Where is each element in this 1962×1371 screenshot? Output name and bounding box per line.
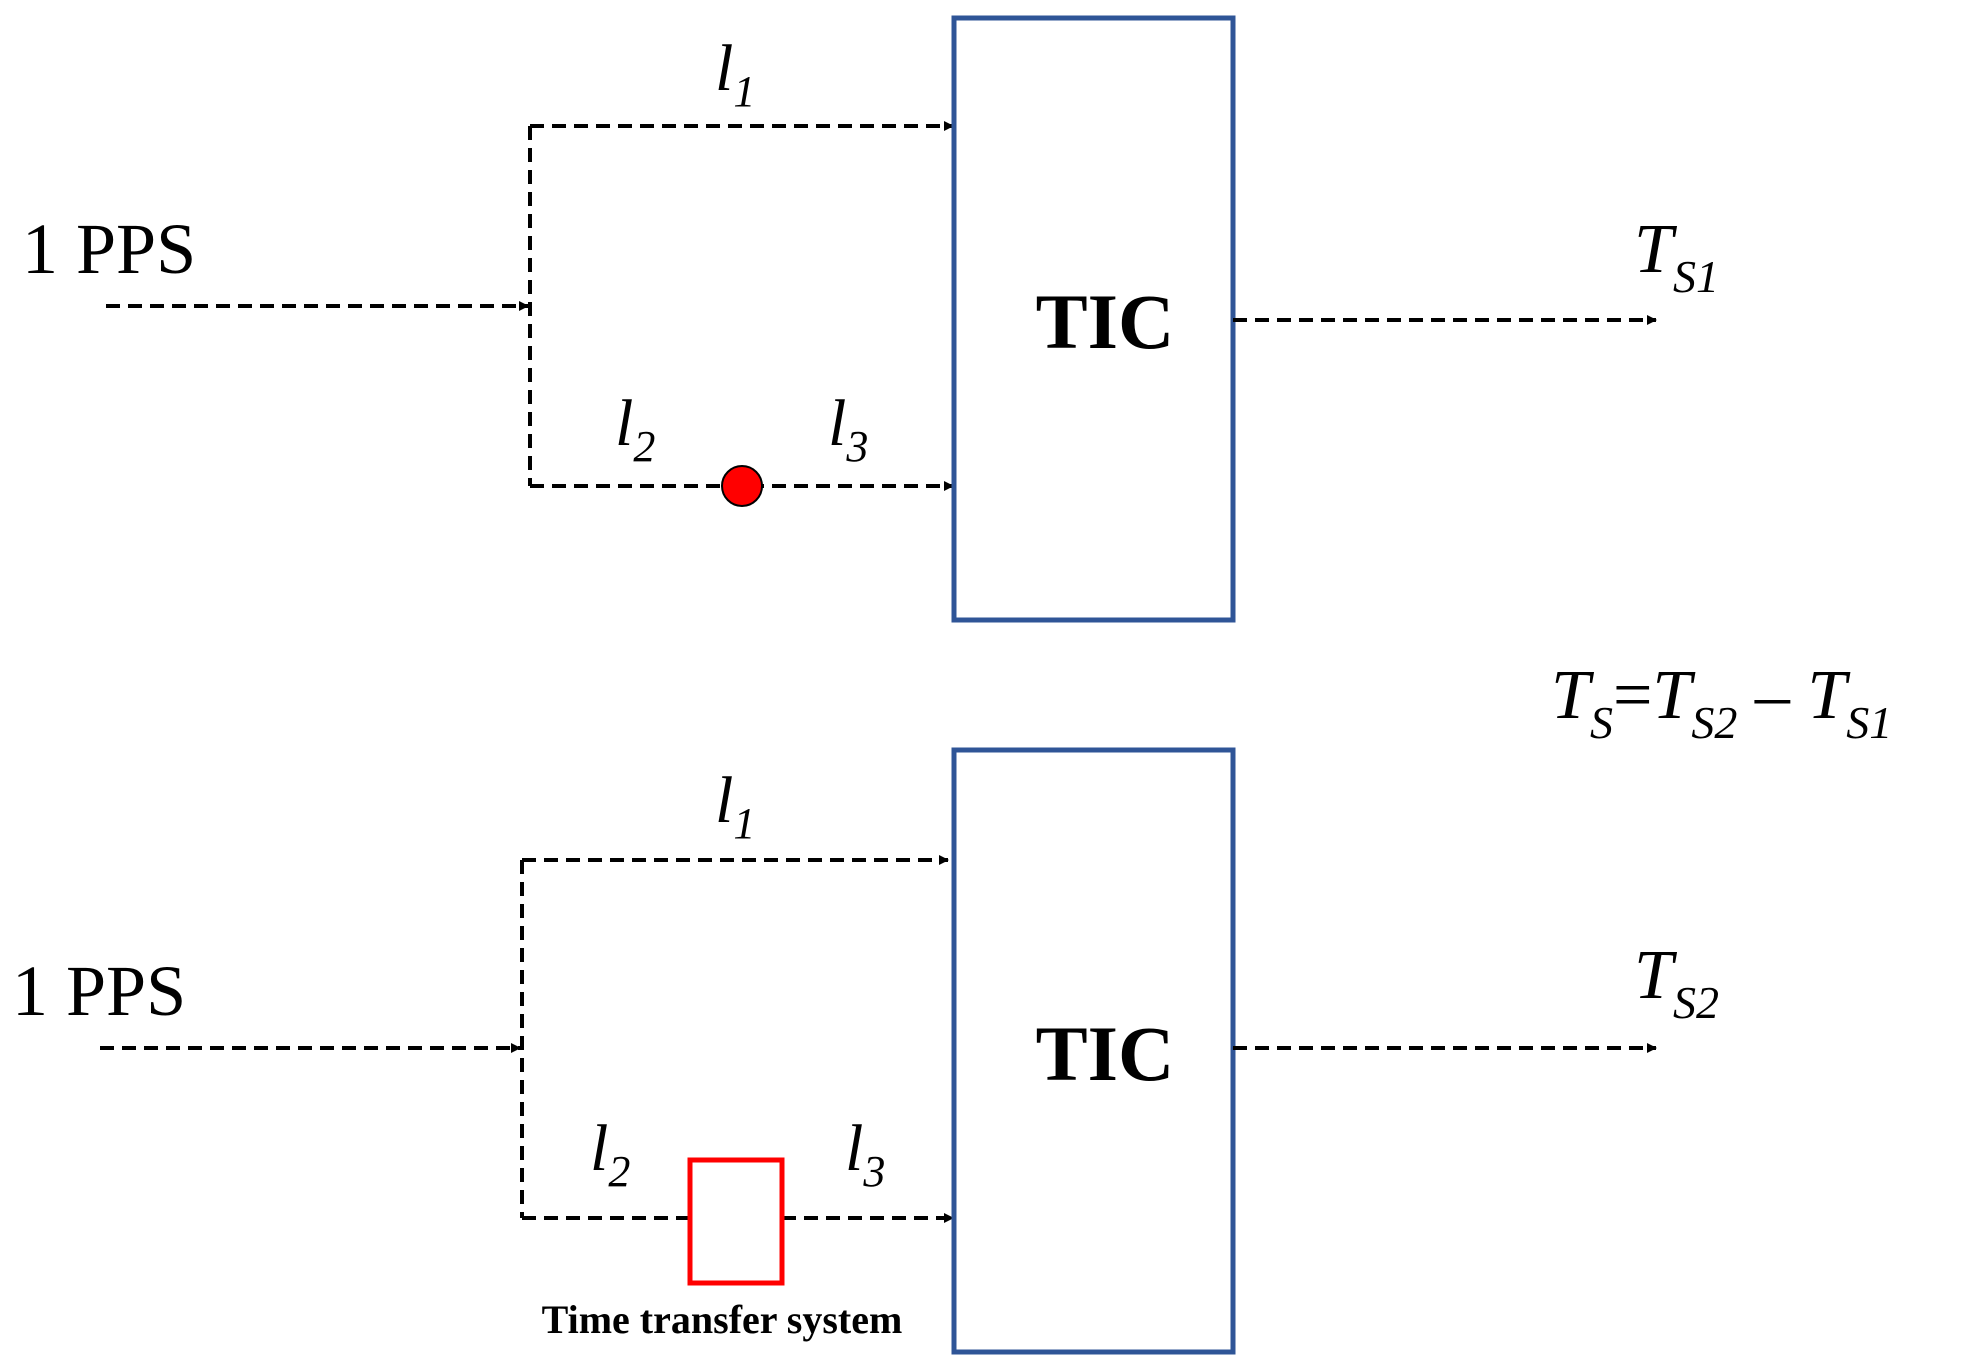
bottom-tic-label: TIC [1036, 1010, 1175, 1097]
top-path1-label: l1 [715, 32, 755, 116]
bottom-tic-box [951, 747, 1236, 1355]
equation-ts: TS=TS2 – TS1 [1551, 657, 1892, 748]
bottom-path1-label: l1 [715, 764, 755, 848]
time-transfer-system-label: Time transfer system [542, 1297, 903, 1342]
top-diagram: 1 PPS l1 l2 l3 TIC TS1 [22, 15, 1719, 623]
top-junction-marker [721, 465, 763, 507]
bottom-path3-label: l3 [845, 1112, 885, 1196]
top-path2-label: l2 [615, 387, 655, 471]
bottom-output-label: TS2 [1634, 937, 1719, 1028]
top-tic-box [951, 15, 1236, 623]
top-path3-label: l3 [828, 387, 868, 471]
top-output-label: TS1 [1634, 211, 1719, 302]
bottom-diagram: 1 PPS Time transfer system l1 l2 l3 TIC … [12, 747, 1719, 1355]
bottom-path2-label: l2 [590, 1112, 630, 1196]
bottom-input-label: 1 PPS [12, 951, 186, 1031]
time-transfer-system-box [687, 1157, 785, 1286]
top-tic-label: TIC [1036, 278, 1175, 365]
top-input-label: 1 PPS [22, 209, 196, 289]
